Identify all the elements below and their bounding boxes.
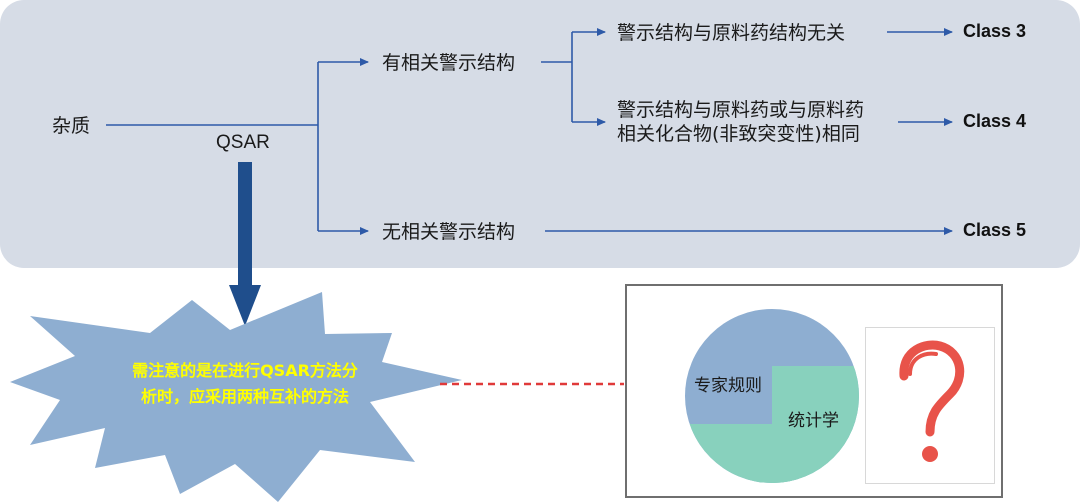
statistical-label: 统计学 [788,411,839,431]
has-alert-label: 有相关警示结构 [382,52,516,74]
impurity-label: 杂质 [52,115,91,137]
starburst-shape [10,292,462,502]
alert-same-label-2: 相关化合物(非致突变性)相同 [617,123,860,145]
qsar-label: QSAR [216,132,270,153]
down-arrow-icon [229,162,261,326]
pie-statistical-lower [685,424,859,483]
note-line-1: 需注意的是在进行QSAR方法分 [132,361,358,380]
class3-label: Class 3 [963,21,1027,41]
no-alert-label: 无相关警示结构 [382,221,516,243]
alert-unrelated-label: 警示结构与原料药结构无关 [617,22,846,44]
note-line-2: 析时，应采用两种互补的方法 [140,387,349,406]
decision-panel [0,0,1080,268]
class5-label: Class 5 [963,220,1027,240]
note-text: 需注意的是在进行QSAR方法分 析时，应采用两种互补的方法 [100,358,390,410]
question-box [865,327,995,484]
class4-label: Class 4 [963,111,1027,131]
alert-same-label-1: 警示结构与原料药或与原料药 [617,99,865,121]
expert-rules-label: 专家规则 [694,376,762,396]
question-mark-icon [899,340,965,462]
